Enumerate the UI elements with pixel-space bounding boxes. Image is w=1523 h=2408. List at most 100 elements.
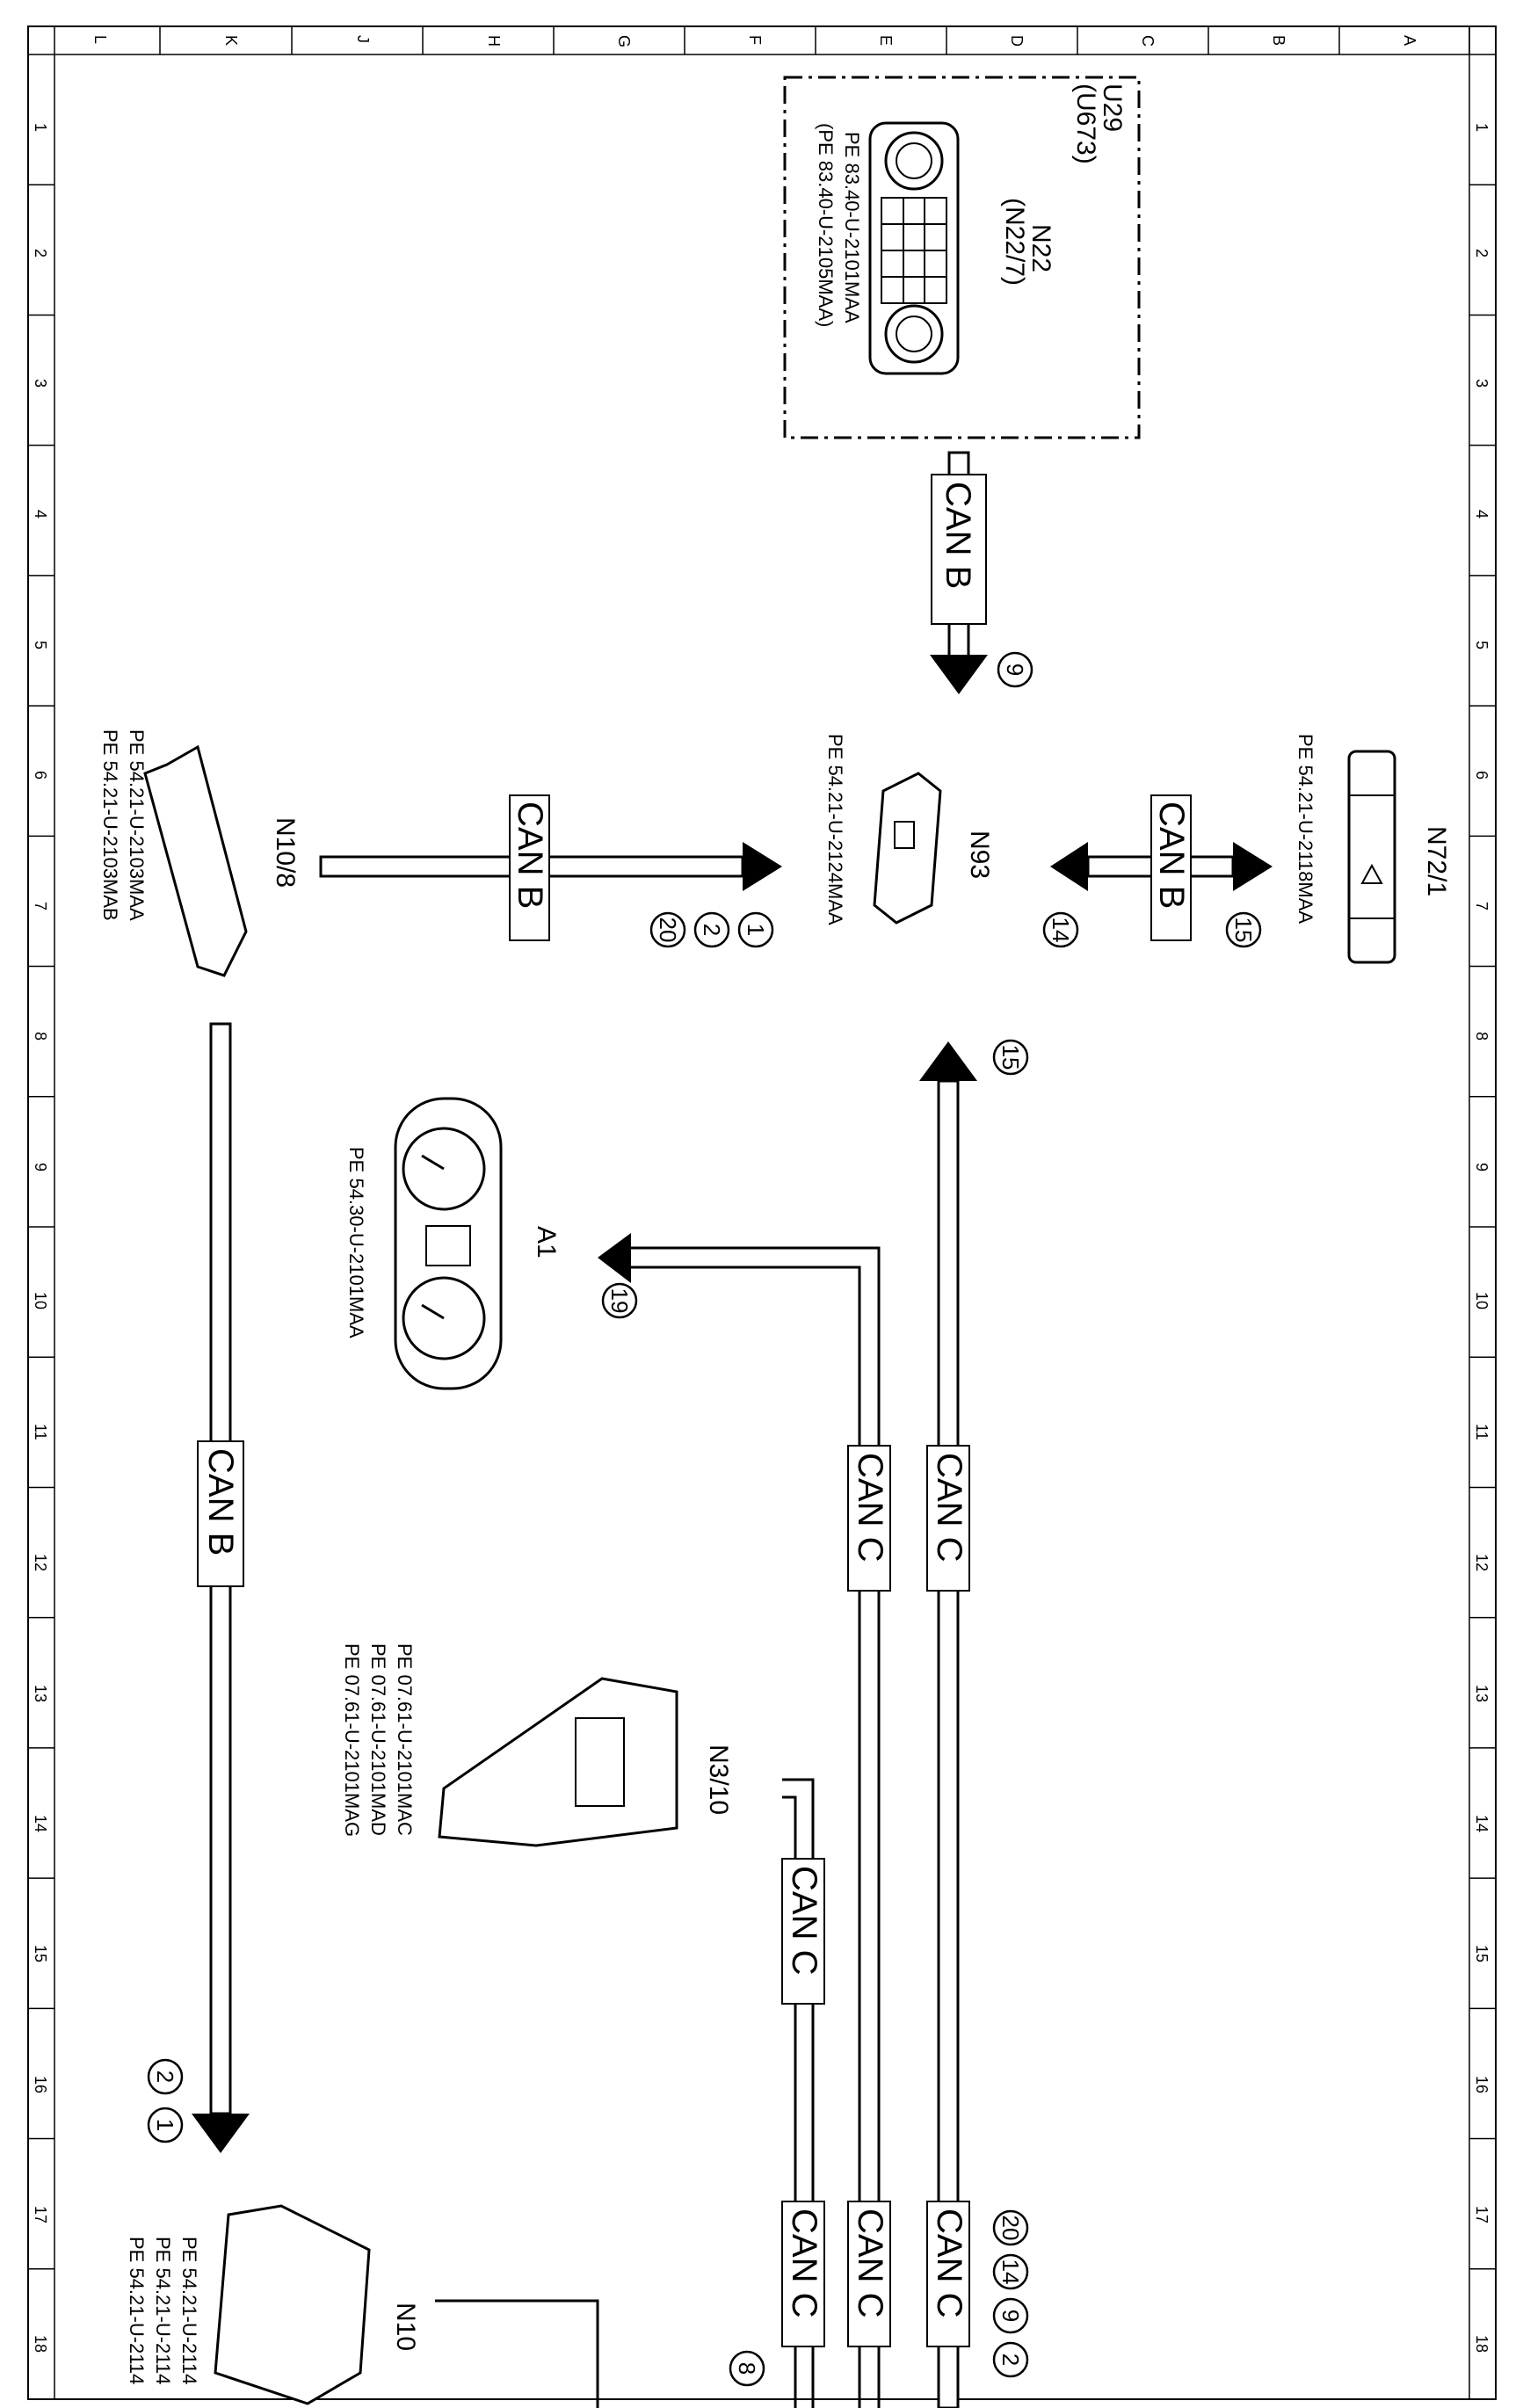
grid-col-A: A [1401,35,1418,46]
grid-row-14: 14 [1473,1815,1490,1832]
grid-row-18: 18 [32,2335,49,2353]
arrow-to-a1 [598,1233,631,1283]
grid-row-13: 13 [32,1685,49,1702]
n10-8-module[interactable]: N10/8 PE 54.21-U-2103MAA PE 54.21-U-2103… [99,729,300,977]
marker-2: 2 [693,911,730,948]
svg-text:19: 19 [606,1288,633,1314]
arrow-to-n72-1 [1233,842,1273,891]
n22-control-panel[interactable]: N22 (N22/7) PE 83.40-U-2101MAA (PE 83.40… [815,121,1055,375]
n22-ref-2: (PE 83.40-U-2105MAA) [815,123,837,327]
can-label-c-6: CAN C [926,2201,970,2347]
grid-row-17: 17 [1473,2206,1490,2223]
svg-text:14: 14 [997,2259,1024,2285]
grid-row-12: 12 [32,1554,49,1571]
can-label-n72-1-n93: CAN B [1150,794,1192,941]
grid-row-3: 3 [32,379,49,388]
n10-ref-1: PE 54.21-U-2114 [178,2237,200,2384]
grid-row-1: 1 [1473,123,1490,132]
grid-row-7: 7 [1473,902,1490,910]
can-label-c-4: CAN C [781,2201,825,2347]
can-b-text: CAN B [1152,801,1191,909]
grid-row-labels-left: 1 2 3 4 5 6 7 8 9 10 11 12 13 14 15 16 1… [32,123,49,2353]
marker-14-can-c: 14 [992,2253,1029,2290]
marker-2-can-c: 2 [992,2341,1029,2378]
drawing-frame [27,25,1497,2400]
can-c-text: CAN C [930,2209,968,2317]
grid-col-C: C [1139,35,1157,47]
circled-markers: 9 15 14 1 2 20 15 19 [147,651,1262,2387]
grid-col-K: K [222,35,240,46]
n93-ref-1: PE 54.21-U-2124MAA [824,734,846,925]
n72-1-switch-bar[interactable]: N72/1 PE 54.21-U-2118MAA [1295,734,1451,964]
grid-row-5: 5 [32,641,49,649]
grid-row-labels-right: 1 2 3 4 5 6 7 8 9 10 11 12 13 14 15 16 1… [1473,123,1490,2353]
grid-col-B: B [1270,35,1287,46]
can-label-n10-8-n10: CAN B [197,1440,244,1587]
svg-text:20: 20 [997,2216,1024,2241]
grid-row-4: 4 [1473,510,1490,519]
marker-1-n10: 1 [147,2107,184,2143]
can-c-text: CAN C [851,2209,889,2317]
n72-1-label: N72/1 [1422,826,1451,896]
n10-8-ref-1: PE 54.21-U-2103MAA [126,729,148,921]
svg-text:9: 9 [1002,664,1028,676]
grid-row-11: 11 [32,1424,49,1440]
can-label-c-1: CAN C [847,1445,891,1592]
grid-row-17: 17 [32,2206,49,2223]
grid-row-15: 15 [32,1945,49,1962]
marker-14: 14 [1042,911,1079,948]
arrow-to-n10 [192,2114,250,2153]
grid-row-10: 10 [1473,1292,1490,1309]
grid-col-F: F [746,35,764,45]
can-label-c-3: CAN C [781,1858,825,2005]
grid-row-7: 7 [32,902,49,910]
grid-row-12: 12 [1473,1554,1490,1571]
grid-col-H: H [485,35,503,47]
grid-row-8: 8 [32,1032,49,1041]
grid-row-4: 4 [32,510,49,519]
can-c-text: CAN C [930,1453,968,1562]
n10-label: N10 [391,2303,420,2351]
grid-row-18: 18 [1473,2335,1490,2353]
n3-10-label: N3/10 [704,1744,733,1815]
marker-2-n10: 2 [147,2058,184,2095]
svg-text:20: 20 [655,918,681,943]
grid-row-14: 14 [32,1815,49,1832]
svg-text:14: 14 [1048,918,1074,943]
n3-10-ref-1: PE 07.61-U-2101MAC [394,1643,416,1836]
n3-10-ref-3: PE 07.61-U-2101MAG [341,1643,363,1837]
can-b-text: CAN B [201,1448,240,1556]
svg-text:1: 1 [743,924,769,936]
n10-8-label: N10/8 [271,817,300,888]
grid-row-3: 3 [1473,379,1490,388]
a1-ref-1: PE 54.30-U-2101MAA [345,1147,367,1338]
grid-row-9: 9 [1473,1163,1490,1171]
svg-text:2: 2 [152,2071,178,2083]
can-c-text: CAN C [851,1453,889,1562]
grid-row-6: 6 [32,771,49,780]
n10-module[interactable]: N10 PE 54.21-U-2114 PE 54.21-U-2114 PE 5… [126,2204,420,2405]
a1-instrument-cluster[interactable]: A1 PE 54.30-U-2101MAA [345,1097,561,1390]
can-label-n10-8-n93: CAN B [509,794,550,941]
n3-10-engine-control-unit[interactable]: N3/10 PE 07.61-U-2101MAC PE 07.61-U-2101… [341,1643,733,1847]
arrow-to-n93-from-n10-8 [743,842,782,891]
grid-col-G: G [615,35,633,47]
a1-label: A1 [532,1226,561,1258]
marker-15: 15 [1225,911,1262,948]
marker-20-can-c: 20 [992,2209,1029,2246]
u29-enclosure[interactable]: U29 (U673) [783,76,1141,439]
grid-row-2: 2 [32,249,49,257]
svg-text:9: 9 [997,2310,1024,2322]
grid-row-2: 2 [1473,249,1490,257]
u29-sublabel: (U673) [1071,83,1100,164]
grid-row-8: 8 [1473,1032,1490,1041]
can-label-u29-n93: CAN B [931,474,987,625]
arrow-to-n93-from-u29 [930,655,988,694]
n72-1-ref-1: PE 54.21-U-2118MAA [1295,734,1316,924]
grid-row-11: 11 [1473,1424,1490,1440]
grid-row-16: 16 [1473,2076,1490,2093]
n93-module[interactable]: N93 PE 54.21-U-2124MAA [824,734,994,925]
svg-text:1: 1 [152,2119,178,2131]
grid-col-J: J [354,35,372,43]
